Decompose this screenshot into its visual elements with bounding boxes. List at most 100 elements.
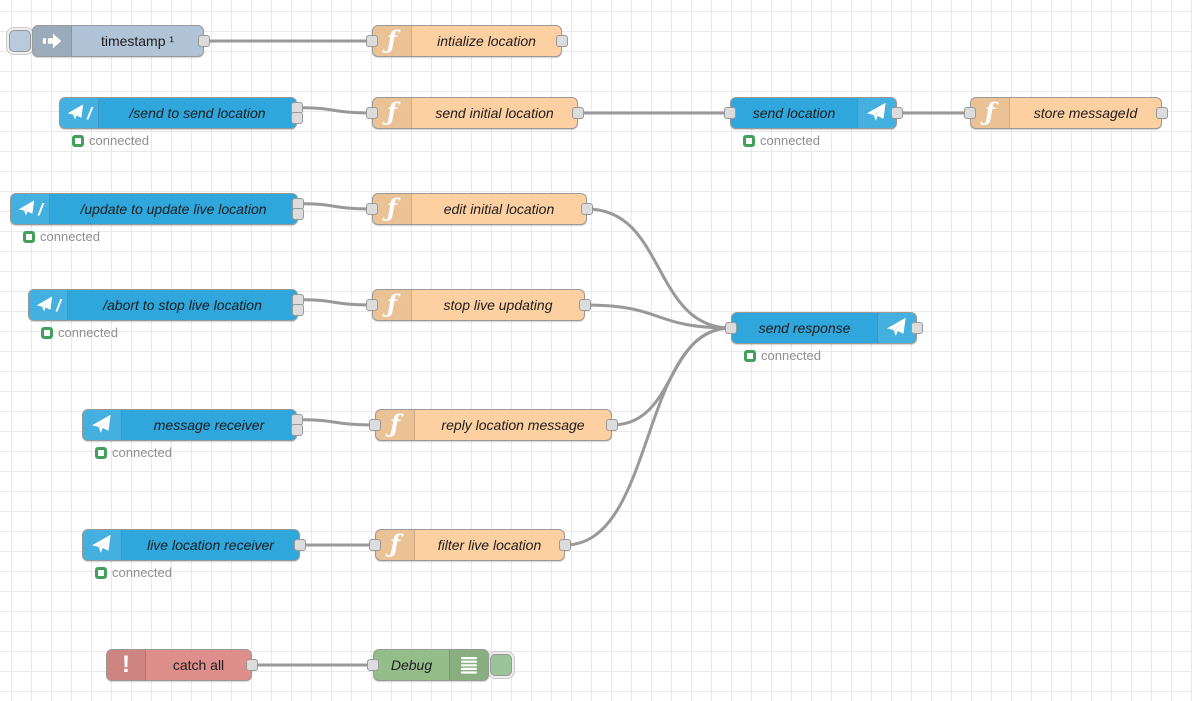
function-icon: ƒ xyxy=(386,193,398,222)
fn-store-messageid-input-port[interactable] xyxy=(964,107,976,119)
fn-store-messageid-output-port-0[interactable] xyxy=(1156,107,1168,119)
telegram-plane-icon xyxy=(18,200,35,216)
function-icon-area: ƒ xyxy=(376,530,415,560)
function-icon-area: ƒ xyxy=(373,98,412,128)
node-label: send location xyxy=(752,105,836,121)
node-label: live location receiver xyxy=(147,537,274,553)
cmd-abort-output-port-1[interactable] xyxy=(292,304,304,317)
inject-timestamp-output-port-0[interactable] xyxy=(198,35,210,47)
fn-initialize-input-port[interactable] xyxy=(366,35,378,47)
cmd-update-output-port-1[interactable] xyxy=(292,208,304,221)
status-connected-ring-icon xyxy=(23,230,35,243)
wire-fn-stop-live-to-tg-send-response[interactable] xyxy=(583,303,733,330)
status-connected-ring-icon xyxy=(41,326,53,339)
node-label: stop live updating xyxy=(443,297,553,313)
telegram-command-icon-area: / xyxy=(11,194,50,224)
debug-list-icon xyxy=(461,657,477,674)
inject-timestamp-button[interactable] xyxy=(6,27,34,55)
node-catch-all[interactable]: !catch all xyxy=(106,649,252,681)
debug-button[interactable] xyxy=(487,651,515,679)
fn-stop-live-output-port-0[interactable] xyxy=(579,299,591,311)
node-tg-message-receiver[interactable]: message receiver xyxy=(82,409,297,441)
function-icon-area: ƒ xyxy=(373,290,412,320)
slash-icon: / xyxy=(56,295,61,315)
slash-icon: / xyxy=(38,199,43,219)
tg-send-response-input-port[interactable] xyxy=(725,322,737,334)
fn-edit-initial-input-port[interactable] xyxy=(366,203,378,215)
status-text: connected xyxy=(112,565,172,580)
tg-live-receiver-output-port-0[interactable] xyxy=(294,539,306,551)
tg-live-receiver-status: connected xyxy=(95,565,172,580)
debug-button-face[interactable] xyxy=(490,654,512,676)
telegram-plane-icon-area xyxy=(83,530,122,560)
fn-send-initial-output-port-0[interactable] xyxy=(572,107,584,119)
node-label: /abort to stop live location xyxy=(103,297,262,313)
status-text: connected xyxy=(761,348,821,363)
node-label: Debug xyxy=(390,657,433,673)
debug-list-icon-area xyxy=(449,650,488,680)
node-label: /send to send location xyxy=(129,105,266,121)
cmd-send-status: connected xyxy=(72,133,149,148)
node-inject-timestamp[interactable]: timestamp ¹ xyxy=(32,25,204,57)
status-text: connected xyxy=(89,133,149,148)
fn-send-initial-input-port[interactable] xyxy=(366,107,378,119)
node-fn-stop-live[interactable]: ƒ stop live updating xyxy=(372,289,585,321)
telegram-plane-icon xyxy=(67,104,84,120)
wire-fn-filter-live-to-tg-send-response[interactable] xyxy=(563,326,733,547)
function-icon-area: ƒ xyxy=(376,410,415,440)
fn-edit-initial-output-port-0[interactable] xyxy=(581,203,593,215)
fn-initialize-output-port-0[interactable] xyxy=(556,35,568,47)
node-label: send response xyxy=(758,320,851,336)
cmd-abort-status: connected xyxy=(41,325,118,340)
wire-cmd-send-to-fn-send-initial[interactable] xyxy=(295,106,374,115)
tg-send-response-output-port-0[interactable] xyxy=(911,322,923,334)
inject-timestamp-button-face[interactable] xyxy=(9,30,31,52)
tg-message-receiver-output-port-1[interactable] xyxy=(291,424,303,437)
node-tg-live-receiver[interactable]: live location receiver xyxy=(82,529,300,561)
status-text: connected xyxy=(112,445,172,460)
node-cmd-abort[interactable]: / /abort to stop live location xyxy=(28,289,298,321)
telegram-plane-icon xyxy=(886,317,906,336)
tg-message-receiver-status: connected xyxy=(95,445,172,460)
node-tg-send-response[interactable]: send response xyxy=(731,312,917,344)
node-cmd-update[interactable]: / /update to update live location xyxy=(10,193,298,225)
cmd-send-output-port-1[interactable] xyxy=(291,112,303,125)
node-label: /update to update live location xyxy=(80,201,267,217)
function-icon-area: ƒ xyxy=(373,26,412,56)
fn-filter-live-input-port[interactable] xyxy=(369,539,381,551)
telegram-plane-icon xyxy=(36,296,53,312)
debug-input-port[interactable] xyxy=(367,659,379,671)
tg-send-location-input-port[interactable] xyxy=(724,107,736,119)
wire-tg-message-receiver-to-fn-reply-location[interactable] xyxy=(295,418,377,427)
fn-stop-live-input-port[interactable] xyxy=(366,299,378,311)
status-connected-ring-icon xyxy=(95,566,107,579)
function-icon: ƒ xyxy=(984,97,996,126)
wire-cmd-abort-to-fn-stop-live[interactable] xyxy=(296,298,374,307)
node-tg-send-location[interactable]: send location xyxy=(730,97,897,129)
fn-filter-live-output-port-0[interactable] xyxy=(559,539,571,551)
wire-fn-edit-initial-to-tg-send-response[interactable] xyxy=(585,207,733,330)
fn-reply-location-input-port[interactable] xyxy=(369,419,381,431)
function-icon: ƒ xyxy=(389,409,401,438)
telegram-plane-icon-area xyxy=(857,98,896,128)
function-icon: ƒ xyxy=(386,289,398,318)
tg-send-response-status: connected xyxy=(744,348,821,363)
node-cmd-send[interactable]: //send to send location xyxy=(59,97,297,129)
status-text: connected xyxy=(40,229,100,244)
fn-reply-location-output-port-0[interactable] xyxy=(606,419,618,431)
tg-send-location-output-port-0[interactable] xyxy=(891,107,903,119)
node-label: timestamp ¹ xyxy=(100,33,175,49)
catch-all-output-port-0[interactable] xyxy=(246,659,258,671)
wire-cmd-update-to-fn-edit-initial[interactable] xyxy=(296,202,374,211)
telegram-plane-icon-area xyxy=(83,410,122,440)
exclamation-icon: ! xyxy=(122,651,130,678)
node-debug[interactable]: Debug xyxy=(373,649,489,681)
